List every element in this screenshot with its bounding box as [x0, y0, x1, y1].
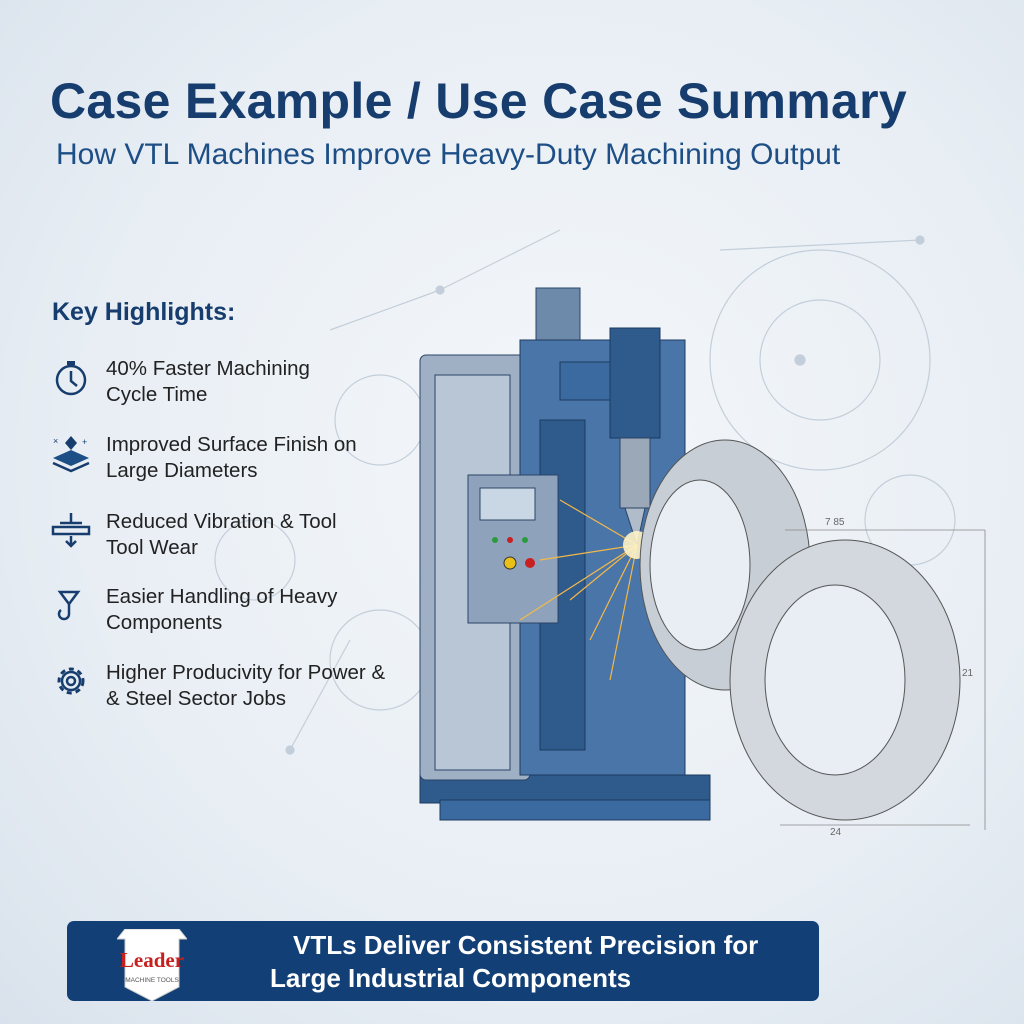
highlight-line: Higher Producivity for Power & — [106, 661, 386, 684]
highlight-line: 40% Faster Machining — [106, 357, 310, 380]
leader-logo: Leader MACHINE TOOLS — [115, 928, 189, 1002]
highlight-line: Cycle Time — [106, 383, 208, 406]
stopwatch-icon — [55, 361, 87, 396]
highlight-line: Reduced Vibration & Tool — [106, 510, 337, 533]
highlight-line: Large Diameters — [106, 459, 258, 482]
dimension-label: 24 — [830, 827, 842, 838]
highlight-line: Improved Surface Finish on — [106, 433, 357, 456]
page-subtitle: How VTL Machines Improve Heavy-Duty Mach… — [56, 138, 841, 171]
svg-text:Leader: Leader — [120, 948, 184, 972]
page-title: Case Example / Use Case Summary — [50, 73, 907, 129]
svg-text:×: × — [53, 436, 58, 446]
sparks — [519, 499, 638, 681]
crane-hook-icon — [57, 590, 81, 621]
highlight-line: Components — [106, 611, 223, 634]
dimension-label: 7 85 — [825, 517, 845, 528]
surface-finish-icon: ×+ — [52, 436, 90, 473]
highlight-line: & Steel Sector Jobs — [106, 687, 287, 710]
dimension-label: 21 — [962, 668, 974, 679]
highlight-line: Tool Wear — [106, 536, 198, 559]
highlight-item: Higher Producivity for Power & & Steel Se… — [50, 660, 385, 712]
banner-line-1: VTLs Deliver Consistent Precision for — [293, 930, 759, 960]
summary-banner: Leader MACHINE TOOLS VTLs Deliver Consis… — [67, 921, 819, 1002]
svg-text:MACHINE TOOLS: MACHINE TOOLS — [125, 977, 179, 984]
background-gears-network — [214, 229, 956, 755]
highlights-heading: Key Highlights: — [52, 298, 236, 326]
svg-text:+: + — [82, 437, 87, 447]
steel-rings — [639, 439, 961, 821]
vibration-damping-icon — [51, 513, 91, 548]
highlight-line: Easier Handling of Heavy — [106, 585, 338, 608]
banner-line-2: Large Industrial Components — [270, 963, 632, 993]
gear-icon — [57, 667, 85, 695]
